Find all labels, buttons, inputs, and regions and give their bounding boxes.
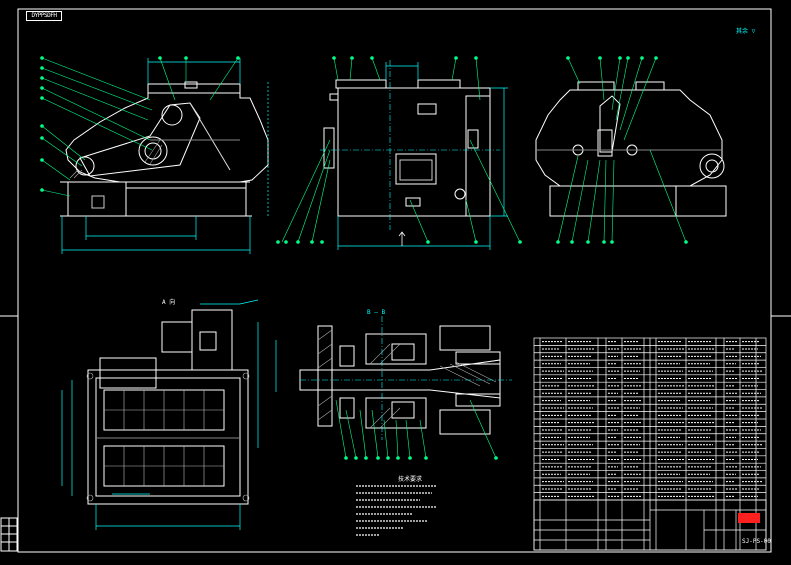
front-view-dims xyxy=(61,58,269,254)
front-view-hatch xyxy=(69,139,163,179)
plan-view-dims xyxy=(61,299,277,530)
drawing-number: SJ-PS-00 xyxy=(742,538,771,545)
technical-notes-title: 技术要求 xyxy=(398,476,423,483)
company-logo xyxy=(738,513,760,523)
front-view-balloons xyxy=(40,56,240,192)
section-b-label: B — B xyxy=(367,309,386,316)
side-view-dims xyxy=(337,62,508,250)
section-centerline xyxy=(300,316,512,440)
parts-table-text xyxy=(542,341,762,497)
section-leaders xyxy=(335,399,497,459)
front-view-leaders xyxy=(41,57,239,197)
end-view xyxy=(535,81,727,217)
side-view-centerlines xyxy=(320,60,500,230)
surface-roughness-note: 其余 ▽ xyxy=(736,28,756,35)
plan-view xyxy=(87,309,249,505)
parts-table xyxy=(533,337,767,551)
section-hatch xyxy=(317,329,497,429)
drawing-frame xyxy=(0,8,791,553)
front-view xyxy=(60,81,269,217)
section-view xyxy=(299,325,501,435)
view-a-label: A 向 xyxy=(162,299,176,306)
side-view xyxy=(323,79,491,217)
side-view-a-arrow xyxy=(398,231,406,246)
technical-notes xyxy=(356,485,436,536)
section-balloons xyxy=(344,456,498,460)
side-view-leaders xyxy=(281,57,521,243)
end-view-balloons xyxy=(556,56,688,244)
plan-view-grid xyxy=(86,372,250,502)
title-block xyxy=(533,499,767,551)
side-view-balloons xyxy=(276,56,522,244)
sheet-tag: DYPPSDFH xyxy=(26,11,62,21)
end-view-leaders xyxy=(557,57,687,243)
